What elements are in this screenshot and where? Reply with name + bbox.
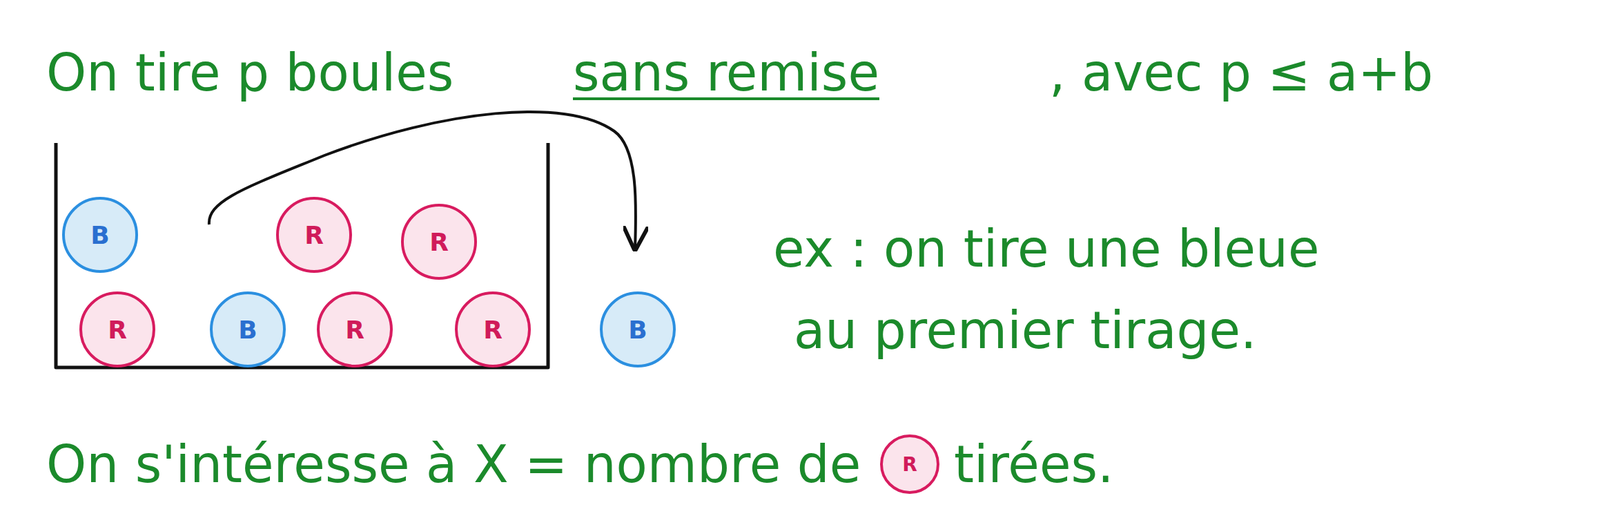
ball: R (275, 196, 353, 274)
note-text: tirées. (953, 433, 1115, 495)
note-text: au premier tirage. (793, 299, 1257, 362)
note-text: , avec p ≤ a+b (1049, 42, 1433, 104)
ball: R (78, 290, 156, 368)
note-text: On tire p boules (46, 42, 454, 104)
note-text: sans remise (572, 42, 880, 104)
ball: R (879, 433, 941, 495)
ball-letter: R (454, 290, 532, 368)
ball-letter: B (61, 196, 139, 274)
ball-letter: B (209, 290, 287, 368)
ball: B (599, 290, 677, 368)
ball-letter: R (879, 433, 941, 495)
ball: B (61, 196, 139, 274)
ball: R (316, 290, 394, 368)
ball: R (400, 202, 478, 281)
ball-letter: R (400, 202, 478, 281)
urn-box (55, 142, 549, 368)
ball: B (209, 290, 287, 368)
ball-letter: R (78, 290, 156, 368)
ball-letter: R (275, 196, 353, 274)
note-text: ex : on tire une bleue (773, 218, 1320, 280)
note-text: On s'intéresse à X = nombre de (46, 433, 861, 495)
ball-letter: B (599, 290, 677, 368)
ball-letter: R (316, 290, 394, 368)
ball: R (454, 290, 532, 368)
